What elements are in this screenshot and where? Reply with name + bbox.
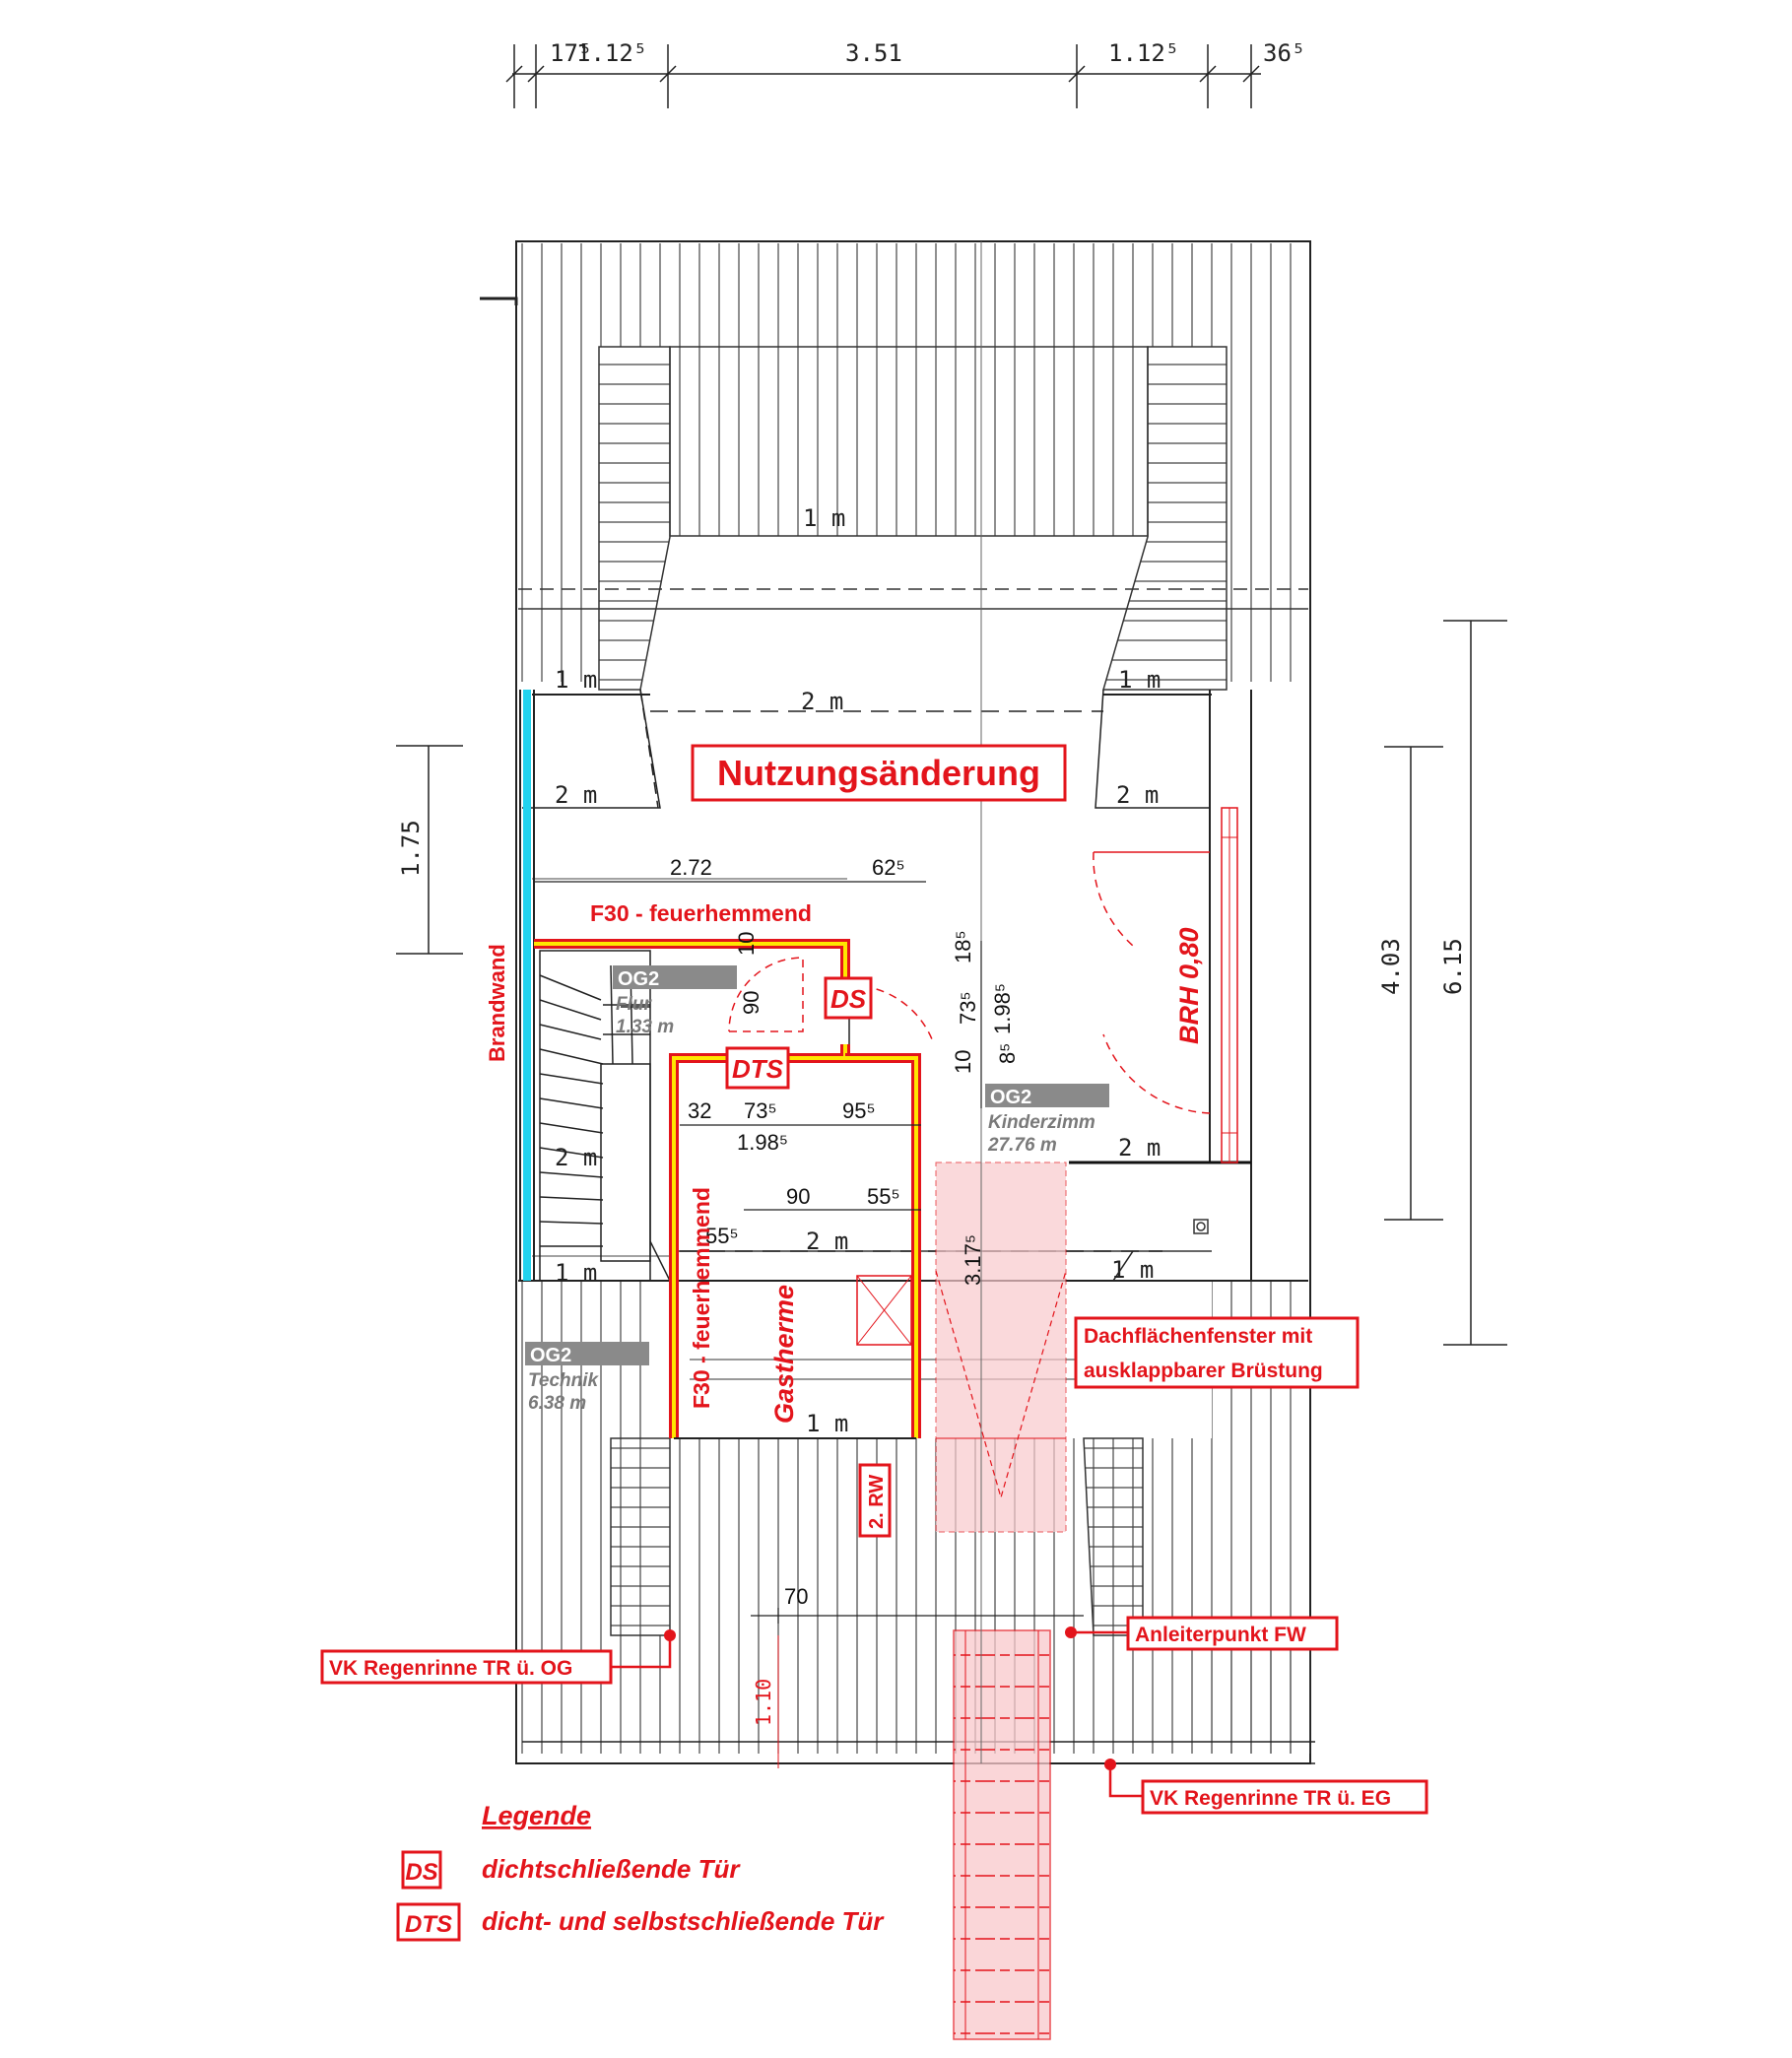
dim-625: 62⁵ (872, 855, 905, 880)
height-mark-6: 2 m (555, 1144, 597, 1171)
dim-90b: 90 (786, 1184, 810, 1209)
dim-top-3: 1.12⁵ (1108, 39, 1179, 67)
window-right (1193, 807, 1238, 1234)
dim-955: 95⁵ (842, 1098, 876, 1123)
dim-3175: 3.17⁵ (961, 1234, 985, 1286)
second-rw-tag: 2. RW (858, 1463, 892, 1538)
svg-text:2. RW: 2. RW (866, 1475, 888, 1529)
dim-top-2: 3.51 (845, 39, 902, 67)
svg-text:Anleiterpunkt FW: Anleiterpunkt FW (1135, 1624, 1306, 1646)
height-mark-9: 2 m (806, 1228, 848, 1255)
dim-185: 18⁵ (951, 930, 975, 963)
dim-555a: 55⁵ (867, 1184, 900, 1209)
dim-32: 32 (688, 1098, 711, 1123)
svg-text:VK Regenrinne TR ü. EG: VK Regenrinne TR ü. EG (1150, 1787, 1391, 1810)
left-dimension: 1.75 (396, 745, 463, 955)
dim-bottom-width: 70 (784, 1584, 808, 1609)
f30-top-label: F30 - feuerhemmend (590, 900, 812, 926)
dim-right-inner: 4.03 (1377, 938, 1405, 995)
dim-1985b: 1.98⁵ (737, 1130, 788, 1155)
svg-text:DTS: DTS (732, 1054, 784, 1084)
bottom-dimensions: 70 1.10 (751, 1584, 1084, 1768)
dim-272: 2.72 (670, 855, 712, 880)
dim-85: 8⁵ (995, 1043, 1020, 1064)
svg-text:DS: DS (830, 984, 867, 1014)
svg-text:Dachflächenfenster mit: Dachflächenfenster mit (1084, 1325, 1312, 1348)
vk-eg-callout: VK Regenrinne TR ü. EG (1104, 1759, 1428, 1815)
roof-window-area (935, 1162, 1067, 1533)
legend: Legende DS dichtschließende Tür DTS dich… (396, 1801, 885, 1942)
svg-text:VK Regenrinne TR ü. OG: VK Regenrinne TR ü. OG (329, 1657, 572, 1680)
room-area: 1.33 m (616, 1017, 674, 1037)
right-dimensions: 4.03 6.15 (1377, 620, 1507, 1346)
fire-wall (519, 690, 535, 1281)
legend-text-dts: dicht- und selbstschließende Tür (482, 1906, 885, 1936)
dim-1985a: 1.98⁵ (990, 983, 1015, 1034)
height-mark-11: 1 m (806, 1410, 848, 1437)
gastherme-unit (856, 1275, 912, 1346)
brh-label: BRH 0,80 (1174, 927, 1204, 1044)
height-mark-5: 2 m (1116, 781, 1159, 809)
room-name: Flur (616, 994, 652, 1015)
height-mark-1: 1 m (555, 666, 597, 694)
downpipe-hook (480, 297, 518, 305)
legend-title: Legende (482, 1801, 591, 1830)
fire-ladder (953, 1629, 1051, 2040)
dachfenster-callout: Dachflächenfenster mit ausklappbarer Brü… (1074, 1316, 1360, 1389)
dim-555b: 55⁵ (705, 1224, 739, 1248)
dim-735a: 73⁵ (956, 991, 980, 1025)
dim-top-1: 1.12⁵ (576, 39, 647, 67)
anleiterpunkt-callout: Anleiterpunkt FW (1065, 1616, 1339, 1651)
dim-top-0: 17⁵ (550, 39, 592, 67)
legend-text-ds: dichtschließende Tür (482, 1854, 741, 1884)
room-code: OG2 (618, 968, 659, 990)
height-mark-10: 1 m (1111, 1256, 1154, 1284)
room-label-technik: OG2 Technik 6.38 m (525, 1342, 649, 1414)
top-dimension-chain: 17⁵ 1.12⁵ 3.51 1.12⁵ 36⁵ (505, 39, 1305, 108)
height-mark-3: 2 m (801, 688, 843, 715)
room-label-kinderzimmer: OG2 Kinderzimm 27.76 m (985, 1084, 1109, 1156)
legend-code-ds: DS (405, 1859, 437, 1886)
vk-og-callout: VK Regenrinne TR ü. OG (320, 1629, 676, 1685)
height-mark-8: 1 m (555, 1259, 597, 1287)
room-name: Technik (528, 1370, 600, 1391)
brandwand-label: Brandwand (485, 944, 509, 1062)
height-mark-7: 2 m (1118, 1134, 1161, 1162)
svg-text:ausklappbarer Brüstung: ausklappbarer Brüstung (1084, 1360, 1323, 1382)
room-code: OG2 (530, 1345, 571, 1366)
room-dimensions: 2.72 62⁵ 10 90 18⁵ 73⁵ 1.98⁵ 8⁵ 10 32 73… (534, 855, 1020, 1286)
dim-left: 1.75 (397, 820, 425, 877)
dim-10b: 10 (951, 1050, 975, 1074)
legend-code-dts: DTS (405, 1911, 452, 1938)
title-box: Nutzungsänderung (691, 744, 1067, 802)
room-area: 6.38 m (528, 1393, 586, 1414)
dim-90a: 90 (739, 991, 763, 1015)
f30-side-label: F30 - feuerhemmend (689, 1187, 714, 1409)
height-mark-0: 1 m (803, 504, 845, 532)
dim-735b: 73⁵ (744, 1098, 777, 1123)
dim-top-4: 36⁵ (1263, 39, 1305, 67)
staircase (539, 950, 651, 1282)
room-code: OG2 (990, 1087, 1031, 1108)
ds-door-tag: DS (824, 976, 873, 1020)
height-marks: 1 m 1 m 1 m 2 m 2 m 2 m 2 m 2 m 1 m 2 m … (555, 504, 1161, 1437)
dim-bottom-height: 1.10 (752, 1679, 775, 1726)
page-title: Nutzungsänderung (717, 753, 1040, 793)
room-area: 27.76 m (987, 1135, 1057, 1156)
dts-door-tag: DTS (725, 1046, 790, 1090)
dim-10a: 10 (734, 932, 759, 956)
room-name: Kinderzimm (988, 1112, 1095, 1133)
height-mark-4: 2 m (555, 781, 597, 809)
room-label-flur: OG2 Flur 1.33 m (613, 965, 737, 1037)
height-mark-2: 1 m (1118, 666, 1161, 694)
gastherme-label: Gastherme (769, 1285, 799, 1424)
dim-right-outer: 6.15 (1439, 938, 1467, 995)
